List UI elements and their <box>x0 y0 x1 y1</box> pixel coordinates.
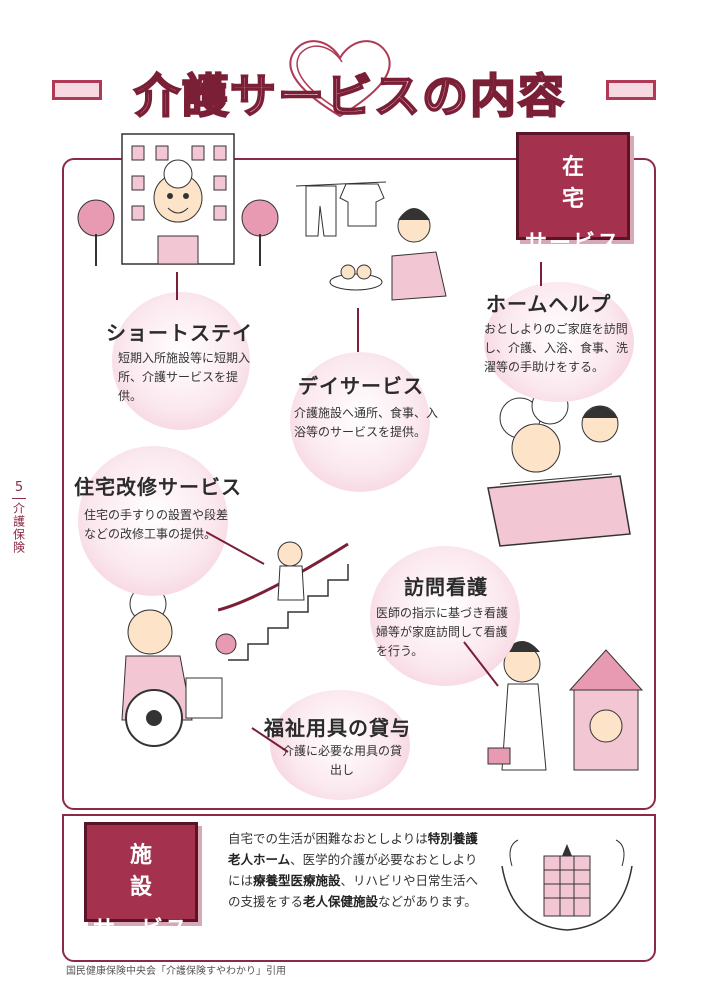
connector-line-home-help <box>540 262 542 286</box>
short-stay-desc: 短期入所施設等に短期入所、介護サービスを提供。 <box>118 351 251 403</box>
side-tab-number: 5 <box>14 480 24 495</box>
home-modification-circle <box>78 446 228 596</box>
home-help-bath-illustration <box>487 387 631 547</box>
day-service-circle <box>290 352 430 492</box>
side-tab: 5 介護保険 <box>8 480 30 554</box>
day-service-title: デイサービス <box>298 374 424 398</box>
home-help-circle <box>484 282 634 402</box>
side-tab-divider <box>12 498 26 499</box>
facility-text-part: などがあります。 <box>378 894 477 909</box>
facility-services-label: 施設 サービス <box>84 822 198 942</box>
page-title: 介護サービスの内容 <box>133 68 566 124</box>
welfare-equipment-circle <box>270 690 410 800</box>
facility-text-part: 、リハビリや日常生活への支援をする <box>228 873 479 909</box>
home-modification-desc: 住宅の手すりの設置や段差などの改修工事の提供。 <box>84 508 229 541</box>
care-facility-building-illustration <box>77 133 279 266</box>
facility-hands-building-illustration <box>501 839 633 931</box>
page-title-area: 介護サービスの内容 <box>40 40 670 132</box>
home-services-label-line1: 在宅 <box>561 155 618 212</box>
connector-line-home-modification <box>206 531 265 565</box>
title-decoration-left <box>52 80 102 100</box>
short-stay-circle <box>112 292 250 430</box>
wheelchair-elderly-illustration <box>121 585 237 747</box>
facility-type-medical-care: 療養型医療施設 <box>253 873 341 888</box>
side-tab-label: 介護保険 <box>11 502 26 554</box>
connector-line-visiting-nurse <box>463 641 499 687</box>
facility-text-part: 、医学的介護が必要なおとしよりには <box>228 852 478 888</box>
day-service-illustration <box>296 181 447 301</box>
visiting-nurse-circle <box>370 546 520 686</box>
connector-line-day-service <box>357 308 359 352</box>
home-services-label: 在宅 サービス <box>516 132 630 256</box>
facility-services-description: 自宅での生活が困難なおとしよりは特別養護老人ホーム、医学的介護が必要なおとしより… <box>228 828 486 912</box>
visiting-nurse-desc: 医師の指示に基づき看護婦等が家庭訪問して看護を行う。 <box>376 606 509 658</box>
title-decoration-right <box>606 80 656 100</box>
facility-services-label-line2: サービス <box>92 917 189 942</box>
connector-line-welfare-equipment <box>251 727 289 753</box>
home-services-label-line2: サービス <box>524 231 621 256</box>
welfare-equipment-desc: 介護に必要な用具の貸出し <box>282 744 403 777</box>
home-modification-title: 住宅改修サービス <box>74 475 242 499</box>
home-help-title: ホームヘルプ <box>486 292 612 316</box>
connector-line-short-stay <box>176 272 178 300</box>
facility-type-health-facility: 老人保健施設 <box>303 894 379 909</box>
visiting-nurse-illustration <box>487 641 644 771</box>
source-footer: 国民健康保険中央会「介護保険すやわかり」引用 <box>66 966 286 977</box>
welfare-equipment-title: 福祉用具の貸与 <box>264 716 411 740</box>
home-modification-stairs-illustration <box>218 541 349 661</box>
short-stay-title: ショートステイ <box>106 321 253 345</box>
home-services-frame <box>62 158 656 810</box>
facility-text-part: 自宅での生活が困難なおとしよりは <box>228 831 428 846</box>
day-service-desc: 介護施設へ通所、食事、入浴等のサービスを提供。 <box>294 406 439 439</box>
home-help-desc: おとしよりのご家庭を訪問し、介護、入浴、食事、洗濯等の手助けをする。 <box>484 322 629 374</box>
heart-icon <box>289 40 391 118</box>
visiting-nurse-title: 訪問看護 <box>404 575 488 599</box>
facility-type-special-nursing-home: 特別養護老人ホーム <box>228 831 478 867</box>
facility-services-frame <box>62 814 656 962</box>
facility-services-label-line1: 施設 <box>129 843 186 900</box>
